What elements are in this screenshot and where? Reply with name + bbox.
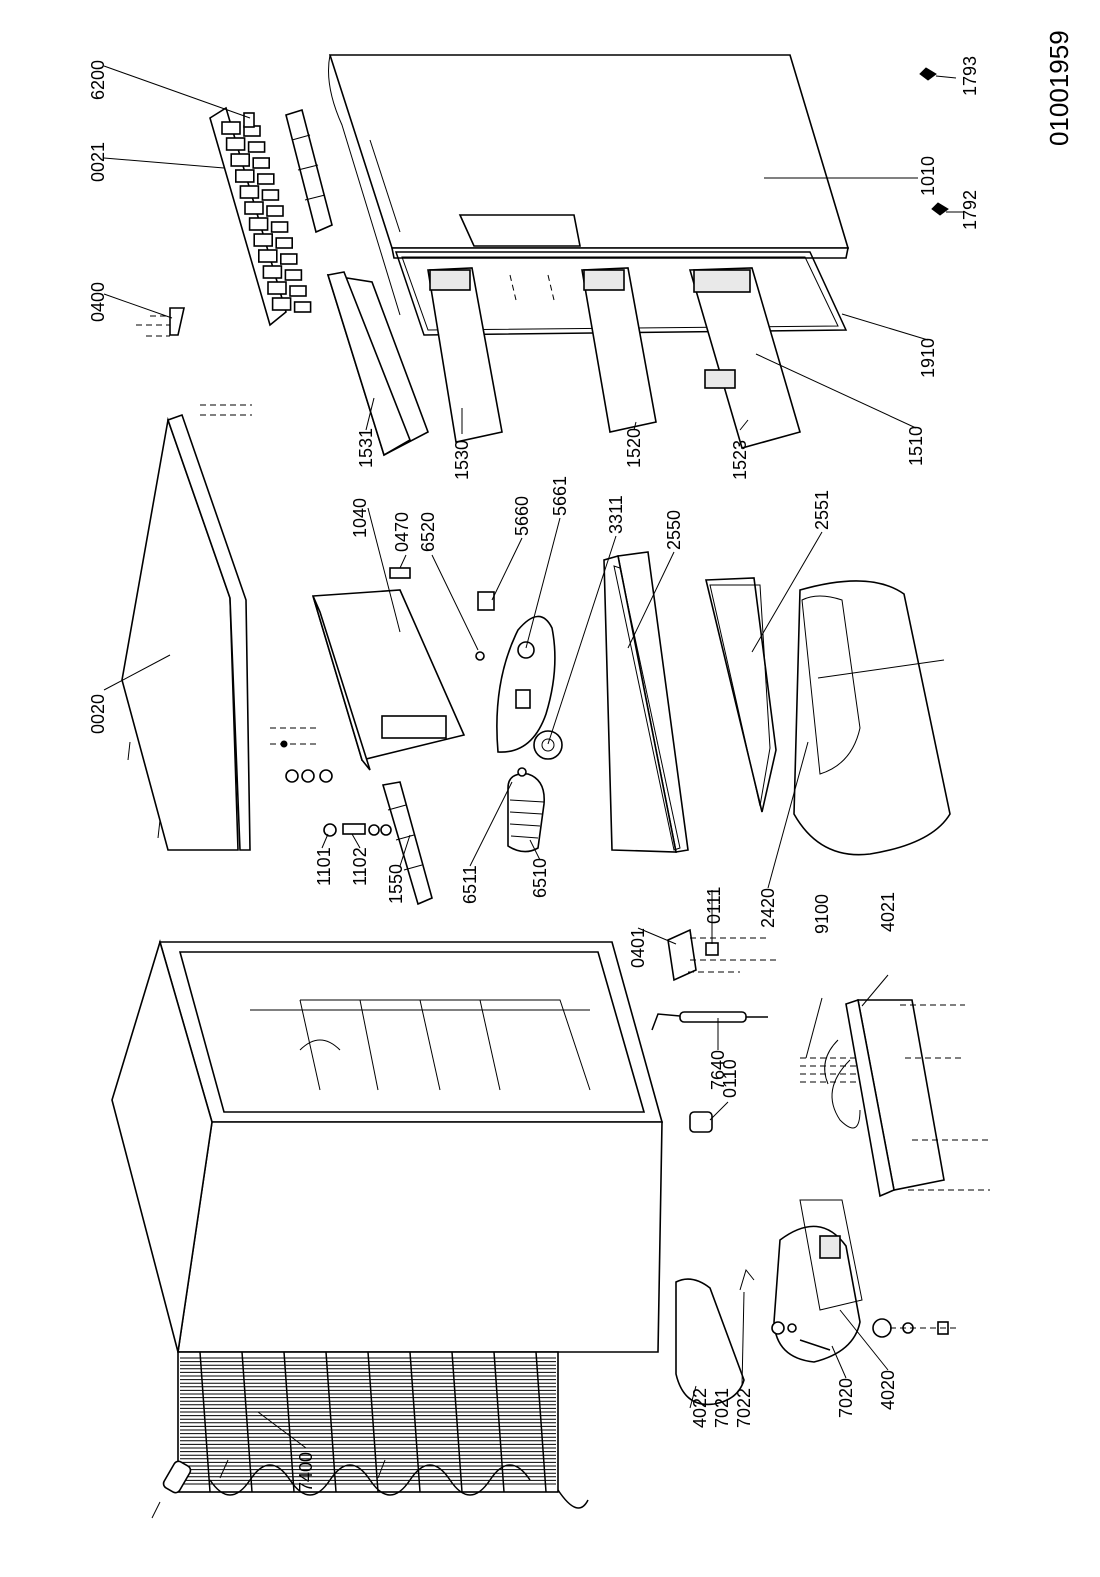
label-9100: 9100 <box>812 894 832 934</box>
hinge-block <box>285 108 333 234</box>
filter-drier <box>651 1011 768 1031</box>
compressor <box>773 1199 863 1363</box>
label-7021: 7021 <box>712 1388 732 1428</box>
fastener-set <box>270 727 392 837</box>
lamp-cover <box>507 767 545 853</box>
hinge-screws <box>136 307 185 337</box>
label-0401: 0401 <box>628 928 648 968</box>
foot <box>689 1111 713 1133</box>
label-1531: 1531 <box>356 428 376 468</box>
label-0020: 0020 <box>88 694 108 734</box>
compressor-plate <box>831 998 945 1198</box>
hinge-pin <box>243 112 255 128</box>
lamp-housing <box>496 615 556 753</box>
glass-shelf-2551 <box>704 577 777 813</box>
label-6520: 6520 <box>418 512 438 552</box>
label-1510: 1510 <box>906 426 926 466</box>
label-1550: 1550 <box>386 864 406 904</box>
part-labels: 6200 0021 0400 0020 1040 0470 6520 1531 … <box>88 56 980 1492</box>
label-6510: 6510 <box>530 858 550 898</box>
label-1530: 1530 <box>452 440 472 480</box>
label-1520: 1520 <box>624 428 644 468</box>
drain-plug <box>151 1460 192 1519</box>
label-2420: 2420 <box>758 888 778 928</box>
clip-0470 <box>389 567 411 579</box>
label-0470: 0470 <box>392 512 412 552</box>
glass-shelf-2550 <box>603 551 689 853</box>
label-3311: 3311 <box>606 495 626 534</box>
label-4022: 4022 <box>690 1388 710 1428</box>
label-1910: 1910 <box>918 338 938 378</box>
label-7640: 7640 <box>708 1050 728 1090</box>
hinge-bracket <box>209 106 312 327</box>
label-2550: 2550 <box>664 510 684 550</box>
condenser-coil <box>177 1351 589 1509</box>
cabinet <box>111 939 664 1353</box>
label-1523: 1523 <box>730 440 750 480</box>
label-1101: 1101 <box>314 847 334 886</box>
freezer-flap <box>311 589 466 771</box>
label-1792: 1792 <box>960 190 980 230</box>
crisper-drawer <box>793 580 951 856</box>
document-id: 01001959 <box>1044 30 1074 146</box>
label-2551: 2551 <box>812 490 832 530</box>
label-0021: 0021 <box>88 142 108 182</box>
relay-box <box>675 1278 745 1406</box>
label-4020: 4020 <box>878 1370 898 1410</box>
door-shelf-1530 <box>427 267 503 443</box>
door <box>328 54 850 316</box>
door-stop-1792 <box>931 202 949 216</box>
label-6511: 6511 <box>460 865 480 904</box>
label-1010: 1010 <box>918 156 938 196</box>
label-1040: 1040 <box>350 498 370 538</box>
door-shelf-1531 <box>326 271 429 457</box>
leader-lines <box>103 65 964 1449</box>
door-gasket <box>394 251 848 336</box>
grommets <box>771 1318 960 1338</box>
label-4021: 4021 <box>878 892 898 932</box>
door-shelf-1510 <box>688 267 801 449</box>
switch <box>475 591 495 661</box>
door-shelf-1520 <box>581 267 657 433</box>
worktop-lid <box>121 413 251 851</box>
relay-screws <box>800 1057 860 1083</box>
label-0400: 0400 <box>88 282 108 322</box>
label-6200: 6200 <box>88 60 108 100</box>
label-1102: 1102 <box>350 847 370 886</box>
label-7022: 7022 <box>734 1388 754 1428</box>
label-0110: 0110 <box>720 1059 740 1098</box>
bottom-hinge <box>667 928 719 982</box>
label-5661: 5661 <box>550 476 570 516</box>
door-stop-1793 <box>919 67 937 81</box>
thermostat-knob <box>533 730 563 760</box>
label-7400: 7400 <box>296 1452 316 1492</box>
label-0111: 0111 <box>704 887 724 924</box>
label-7020: 7020 <box>836 1378 856 1418</box>
label-5660: 5660 <box>512 496 532 536</box>
label-1793: 1793 <box>960 56 980 96</box>
